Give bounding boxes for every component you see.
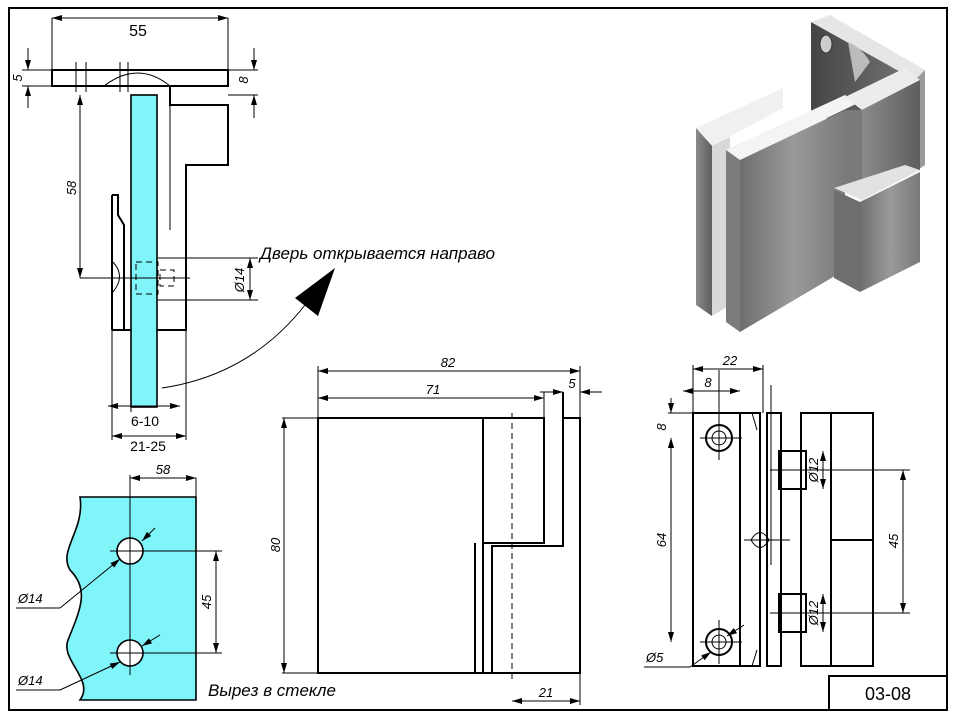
dim-pin1-diameter: Ø12 bbox=[806, 457, 821, 483]
door-direction-label: Дверь открывается направо bbox=[258, 244, 495, 263]
dim-lip-width: 5 bbox=[568, 376, 576, 391]
dim-total-thickness: 21-25 bbox=[130, 438, 166, 454]
dim-axis-offset: 21 bbox=[538, 685, 553, 700]
dim-overall-width: 82 bbox=[441, 355, 456, 370]
hinge-3d-render bbox=[696, 15, 925, 332]
sheet-frame bbox=[8, 7, 948, 711]
glass-cutout-label: Вырез в стекле bbox=[208, 681, 336, 700]
door-direction-note: Дверь открывается направо bbox=[161, 244, 495, 389]
dim-hole-offset-y: 8 bbox=[654, 423, 669, 431]
dim-side-width: 22 bbox=[722, 353, 738, 368]
dim-hole-offset-x: 8 bbox=[704, 375, 712, 390]
dim-hole-depth: 58 bbox=[64, 180, 79, 195]
dim-height: 80 bbox=[268, 537, 283, 552]
front-view: 82 71 5 80 21 bbox=[268, 355, 602, 705]
glass-panel-section bbox=[130, 94, 158, 408]
glass-sheet bbox=[66, 496, 197, 701]
dim-top-thickness: 5 bbox=[10, 74, 25, 82]
dim-hole-diameter: Ø14 bbox=[232, 268, 247, 294]
dim-hole1-diameter: Ø14 bbox=[17, 591, 43, 606]
top-section-view: 55 5 8 58 Ø14 6-10 21-25 bbox=[10, 15, 258, 454]
direction-arrow-icon bbox=[295, 268, 335, 316]
drawing-code: 03-08 bbox=[865, 684, 911, 704]
side-mount-plate bbox=[692, 412, 741, 667]
side-view: 22 8 8 64 Ø5 45 Ø12 Ø12 bbox=[644, 353, 910, 668]
dim-width: 55 bbox=[129, 23, 147, 40]
glass-cutout-view: 58 45 Ø14 Ø14 Вырез в стекле bbox=[16, 462, 336, 701]
dim-glass-thickness: 6-10 bbox=[131, 413, 159, 429]
dim-cutout-hole-spacing: 45 bbox=[199, 594, 214, 609]
top-plate bbox=[51, 69, 229, 87]
dim-edge-to-hole: 58 bbox=[156, 462, 171, 477]
dim-hole2-diameter: Ø14 bbox=[17, 673, 43, 688]
dim-pin-spacing: 45 bbox=[886, 533, 901, 548]
dim-hole-spacing: 64 bbox=[654, 533, 669, 547]
dim-pin2-diameter: Ø12 bbox=[806, 600, 821, 626]
dim-mount-hole: Ø5 bbox=[645, 650, 664, 665]
title-block: 03-08 bbox=[828, 675, 947, 710]
dim-body-width: 71 bbox=[426, 382, 440, 397]
dim-plate-offset: 8 bbox=[236, 76, 251, 84]
